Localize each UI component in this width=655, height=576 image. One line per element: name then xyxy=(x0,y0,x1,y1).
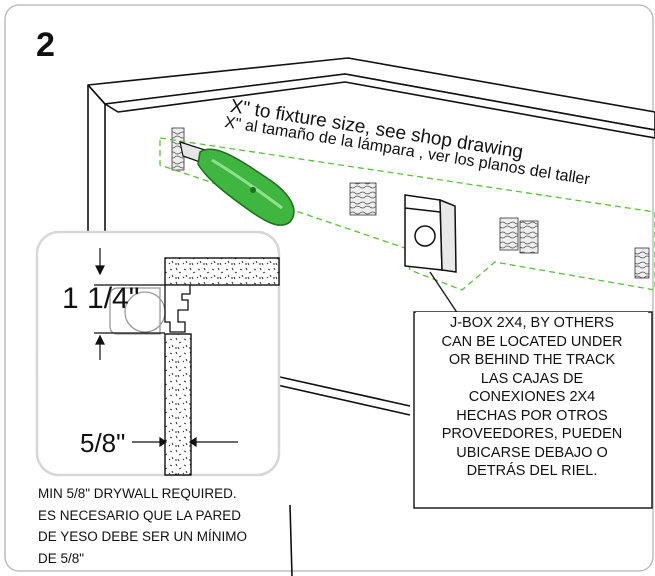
callout-line: HECHAS POR OTROS xyxy=(456,407,608,424)
panel-frame xyxy=(4,4,654,572)
detail-drywall-ceiling xyxy=(164,257,280,286)
drywall-dimension-label: 5/8" xyxy=(80,428,126,458)
requirement-line: ES NECESARIO QUE LA PARED xyxy=(38,507,242,523)
detail-inset-frame xyxy=(35,230,281,477)
step-number: 2 xyxy=(36,26,55,64)
wall-corner xyxy=(87,84,106,240)
callout-line: J-BOX 2X4, BY OTHERS xyxy=(449,315,615,331)
trim-dimension-label: 1 1/4" xyxy=(62,282,140,315)
jbox-callout: J-BOX 2X4, BY OTHERS CAN BE LOCATED UNDE… xyxy=(416,312,648,483)
drywall-requirement-note: MIN 5/8" DRYWALL REQUIRED. ES NECESARIO … xyxy=(38,483,247,569)
callout-line: PROVEEDORES, PUEDEN xyxy=(441,426,623,442)
requirement-line: MIN 5/8" DRYWALL REQUIRED. xyxy=(38,486,237,501)
utility-knife-icon xyxy=(179,141,295,226)
callout-line: CONEXIONES 2X4 xyxy=(468,389,596,405)
requirement-line: DE YESO DEBE SER UN MÍNIMO xyxy=(38,529,248,544)
callout-line: CAN BE LOCATED UNDER xyxy=(441,333,623,350)
callout-line: OR BEHIND THE TRACK xyxy=(448,352,616,368)
detail-dimension-lines xyxy=(94,248,238,448)
callout-line: DETRÁS DEL RIEL. xyxy=(466,463,598,479)
detail-track-profile xyxy=(109,284,191,335)
callout-leader xyxy=(429,271,459,315)
stud-strips xyxy=(171,127,650,279)
requirement-line: DE 5/8" xyxy=(38,550,85,566)
callout-line: UBICARSE DEBAJO O xyxy=(456,444,608,461)
callout-line: LAS CAJAS DE xyxy=(480,370,584,387)
detail-drywall-wall xyxy=(164,333,192,476)
junction-box xyxy=(404,194,457,273)
wall-edges xyxy=(254,372,411,576)
